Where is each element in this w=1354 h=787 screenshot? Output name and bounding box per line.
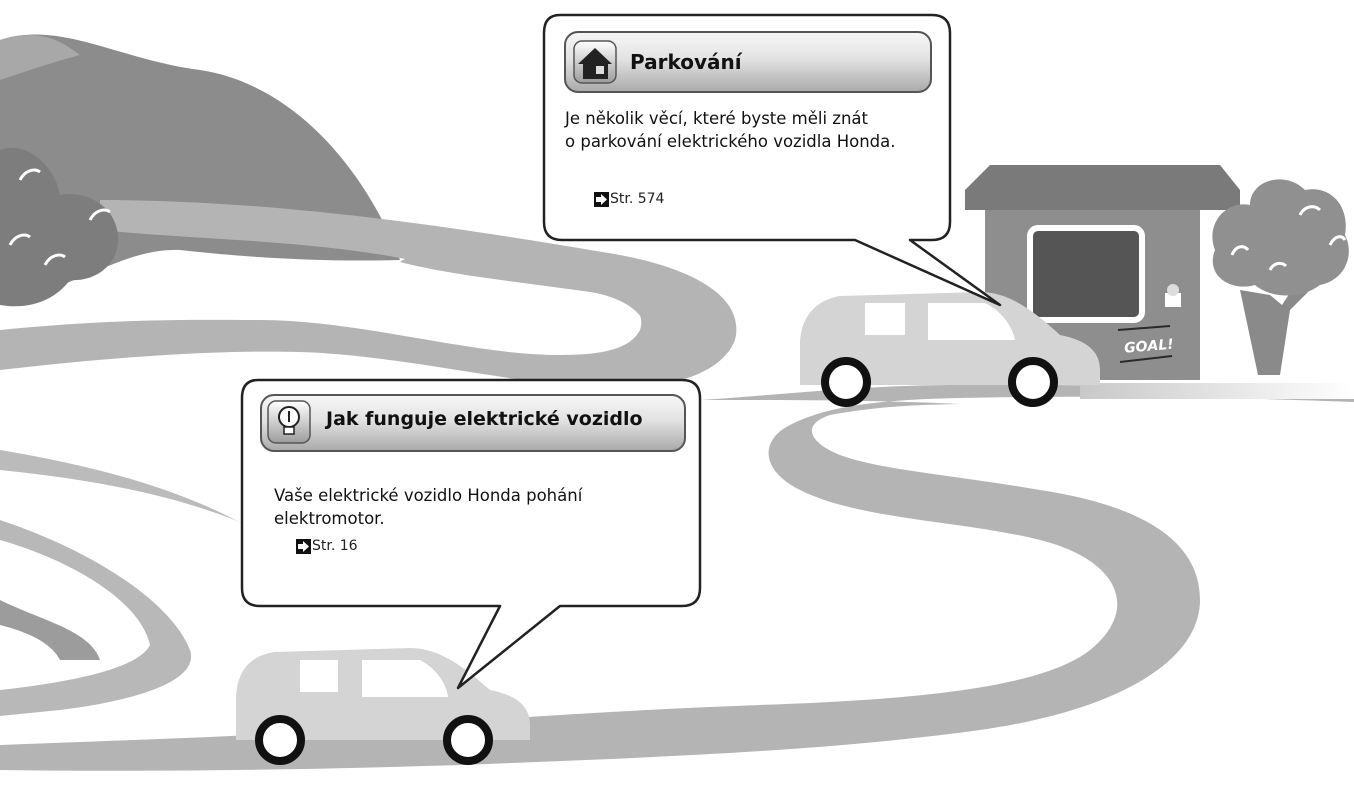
- bush: [0, 147, 119, 307]
- goal-sign: GOAL!: [1124, 337, 1175, 357]
- parking-page-ref: Str. 574: [610, 191, 665, 207]
- parking-description-line2: o parkování elektrického vozidla Honda.: [565, 132, 896, 151]
- hill-shade: [0, 35, 80, 80]
- parking-callout: [542, 13, 1002, 307]
- parking-description-line1: Je několik věcí, které byste měli znát: [565, 109, 868, 128]
- ev-page-link[interactable]: Str. 16: [296, 538, 358, 554]
- arrow-right-icon: [594, 191, 609, 207]
- parking-title: Parkování: [630, 50, 742, 74]
- road: [0, 200, 1354, 771]
- arrow-right-icon: [296, 538, 311, 554]
- car-driving: [236, 648, 530, 765]
- parking-title-bar: [564, 31, 932, 93]
- ev-description-line1: Vaše elektrické vozidlo Honda pohání: [274, 486, 583, 505]
- car-parked: [800, 292, 1100, 407]
- ev-page-ref: Str. 16: [312, 538, 358, 554]
- parking-page-link[interactable]: Str. 574: [594, 191, 664, 207]
- ev-title-bar: [260, 394, 686, 452]
- tree: [1212, 179, 1349, 375]
- ground: [1080, 383, 1354, 399]
- ev-callout: [240, 378, 702, 690]
- ev-description-line2: elektromotor.: [274, 509, 385, 528]
- ev-title: Jak funguje elektrické vozidlo: [326, 408, 643, 430]
